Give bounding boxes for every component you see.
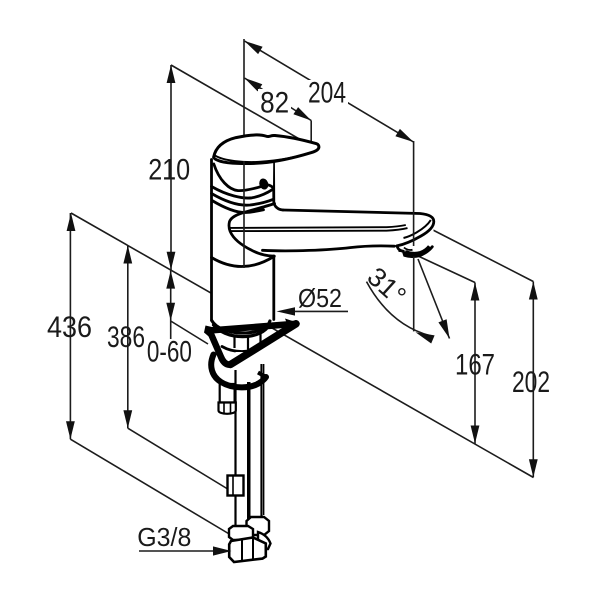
svg-text:204: 204 — [308, 76, 346, 109]
svg-text:386: 386 — [107, 321, 145, 354]
svg-text:436: 436 — [47, 311, 92, 344]
svg-text:210: 210 — [148, 154, 190, 187]
svg-text:G3/8: G3/8 — [137, 522, 191, 552]
svg-text:0-60: 0-60 — [147, 336, 192, 369]
svg-text:Ø52: Ø52 — [298, 283, 342, 313]
svg-text:82: 82 — [260, 86, 289, 119]
svg-text:167: 167 — [455, 348, 495, 381]
svg-text:202: 202 — [512, 366, 550, 399]
